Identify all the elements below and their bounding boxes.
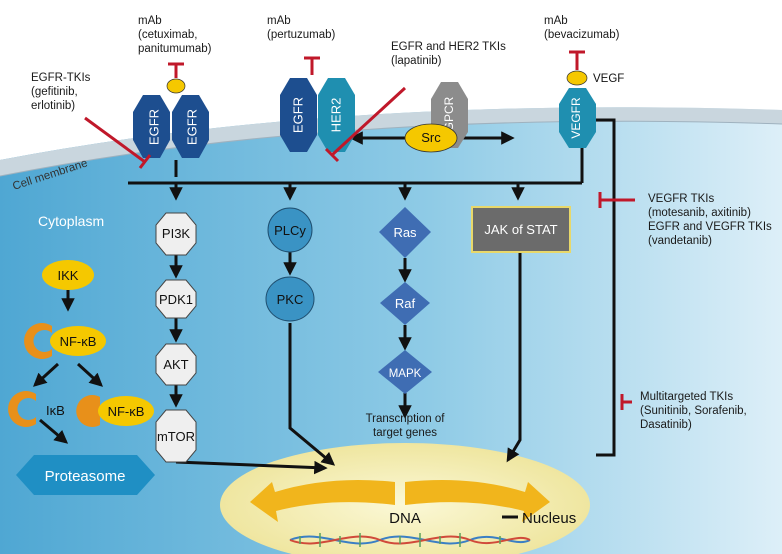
nfkb-free-node <box>98 396 154 426</box>
pertuzumab-inhibitor <box>304 56 320 75</box>
multitargeted-inhibitor <box>620 394 632 410</box>
mapk-label: MAPK <box>389 368 422 380</box>
pkc-node <box>265 276 315 322</box>
vegfr-tkis-label: VEGFR TKIs (motesanib, axitinib) EGFR an… <box>648 193 772 247</box>
her2-label: HER2 <box>328 98 343 133</box>
nfkb-complex-node <box>50 326 106 356</box>
egfr-left-receptor <box>133 95 170 158</box>
ikb-label: IκB <box>46 403 65 418</box>
vegf-label: VEGF <box>593 73 624 85</box>
pi3k-label: PI3K <box>162 226 191 241</box>
egfr-her2-dimer: EGFR HER2 <box>280 78 355 152</box>
pdk1-node <box>155 279 197 319</box>
dna-arrow-right <box>405 479 550 522</box>
her2-receptor <box>318 78 355 152</box>
bevacizumab-inhibitor <box>569 50 585 70</box>
vegf-ligand <box>566 70 588 86</box>
plcy-label: PLCy <box>274 223 306 238</box>
ras-label: Ras <box>393 225 417 240</box>
nucleus-label: Nucleus <box>522 510 576 527</box>
vegfr-receptor <box>559 88 596 148</box>
raf-label: Raf <box>395 296 416 311</box>
proteasome-label: Proteasome <box>45 468 126 485</box>
nfkb-complex-label: NF-κB <box>60 334 97 349</box>
lapatinib-inhibitor <box>324 86 407 163</box>
src-kinase <box>404 123 458 153</box>
vegfr-label: VEGFR <box>569 97 583 139</box>
egfr-left-label: EGFR <box>146 109 161 145</box>
ikb-free-shape <box>8 391 36 427</box>
raf-node <box>380 282 430 325</box>
ras-node <box>379 207 431 258</box>
dna-arrow-left <box>250 479 395 522</box>
mapk-node <box>378 350 432 394</box>
gpcr-label: GPCR <box>442 96 456 131</box>
egfr-dimer: EGFR EGFR <box>133 78 209 158</box>
transcription-label: Transcription of target genes <box>365 413 445 439</box>
akt-label: AKT <box>163 357 188 372</box>
plcy-node <box>267 207 313 253</box>
jak-stat-label: JAK of STAT <box>484 222 557 237</box>
vegfr-tki-inhibitor <box>598 192 635 208</box>
ikb-bound-shape <box>24 323 52 359</box>
multitargeted-bracket <box>596 118 616 457</box>
egfr-tkis-label: EGFR-TKIs (gefitinib, erlotinib) <box>31 72 91 112</box>
mtor-node <box>155 409 197 463</box>
egfr-right-label: EGFR <box>184 109 199 145</box>
proteasome-node <box>16 455 155 495</box>
nfkb-free-label: NF-κB <box>108 404 145 419</box>
egfr-label: EGFR <box>290 97 305 133</box>
cetuximab-inhibitor <box>168 62 184 78</box>
egfr-tki-inhibitor <box>84 116 152 169</box>
nfkb-free-bound-shape <box>76 394 100 427</box>
egfr-her2-tkis-label: EGFR and HER2 TKIs (lapatinib) <box>391 41 506 67</box>
src-label: Src <box>421 130 441 145</box>
mtor-label: mTOR <box>157 429 195 444</box>
ikk-label: IKK <box>58 268 79 283</box>
multitargeted-tkis-label: Multitargeted TKIs (Sunitinib, Sorafenib… <box>640 391 747 431</box>
akt-node <box>155 343 197 386</box>
mab-pertuzumab-label: mAb (pertuzumab) <box>267 15 336 41</box>
mab-cetuximab-label: mAb (cetuximab, panitumumab) <box>138 15 212 55</box>
cytoplasm-label: Cytoplasm <box>38 213 104 229</box>
egfr-receptor <box>280 78 317 152</box>
mab-bevacizumab-label: mAb (bevacizumab) <box>544 15 620 41</box>
jak-stat-node <box>471 206 571 253</box>
dna-helix-icon <box>289 533 531 547</box>
egfr-right-receptor <box>172 95 209 158</box>
pkc-label: PKC <box>277 292 304 307</box>
pi3k-node <box>155 212 197 256</box>
cetuximab-antibody <box>166 78 186 94</box>
ikk-node <box>42 260 94 290</box>
pdk1-label: PDK1 <box>159 292 193 307</box>
dna-label: DNA <box>389 510 421 527</box>
